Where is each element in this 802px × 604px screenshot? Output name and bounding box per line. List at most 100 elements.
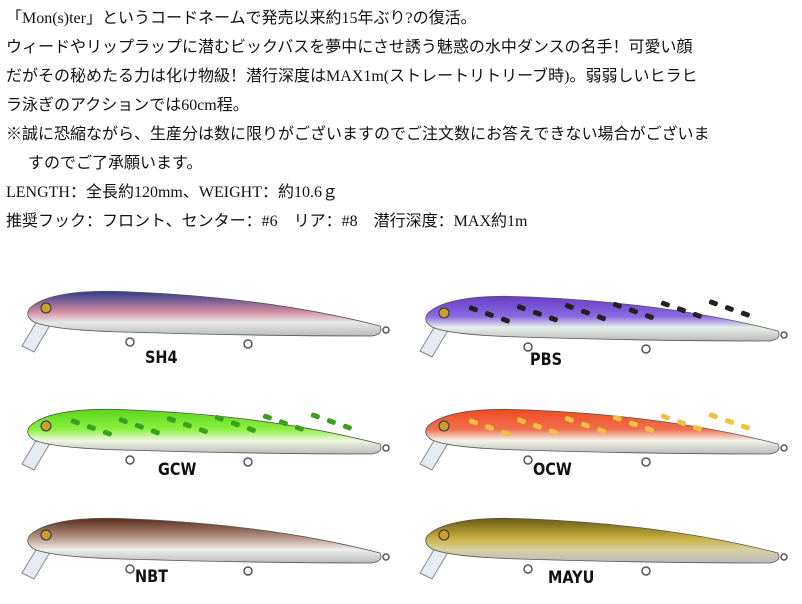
lure-image-nbt	[12, 505, 392, 585]
lure-pattern-mark	[484, 424, 494, 431]
lure-pattern-mark	[564, 416, 574, 423]
lure-body-icon	[21, 517, 390, 580]
product-description: 「Mon(s)ter」というコードネームで発売以来約15年ぶり?の復活。 ウィー…	[6, 4, 802, 236]
lure-pattern-mark	[278, 419, 288, 427]
lure-pattern-mark	[262, 413, 272, 421]
hook-eye-front	[523, 342, 533, 352]
lure-pattern-mark	[532, 309, 542, 317]
lure-body	[425, 517, 780, 564]
lure-pattern-mark	[500, 316, 510, 324]
lure-eye	[40, 420, 52, 432]
hook-eye-front	[125, 337, 135, 347]
lure-eye	[438, 420, 450, 432]
lure-pattern-mark	[676, 306, 686, 314]
lure-pattern-mark	[612, 414, 622, 422]
lure-pattern-mark	[740, 310, 750, 318]
lure-eye	[438, 307, 450, 319]
lure-label-pbs: PBS	[530, 350, 563, 370]
description-line: ウィードやリップラップに潜むビックバスを夢中にさせ誘う魅惑の水中ダンスの名手！可…	[6, 39, 693, 56]
lure-pattern-mark	[198, 427, 208, 435]
lure-pattern-mark	[676, 419, 686, 427]
lure-pattern-mark	[548, 315, 558, 323]
hook-eye-rear	[243, 339, 253, 349]
hook-eye-rear	[243, 457, 253, 467]
lure-pattern-mark	[468, 305, 478, 313]
lure-image-mayu	[410, 505, 790, 585]
lure-pattern-mark	[532, 422, 542, 430]
lure-pattern-mark	[86, 424, 96, 431]
tail-eye	[382, 444, 390, 452]
tail-eye	[780, 444, 788, 452]
lure-pattern-mark	[500, 429, 510, 437]
lure-pattern-mark	[580, 421, 590, 429]
lure-pattern-mark	[644, 313, 654, 320]
lure-pattern-mark	[548, 428, 558, 436]
lure-image-gcw	[12, 396, 392, 476]
lure-label-nbt: NBT	[135, 567, 168, 587]
lure-pattern-mark	[740, 423, 750, 431]
lure-pattern-mark	[644, 426, 654, 433]
lure-image-ocw	[410, 396, 790, 476]
lure-image-pbs	[410, 283, 790, 363]
hook-eye-rear	[641, 566, 651, 576]
lure-pattern-mark	[182, 421, 192, 429]
lure-pattern-mark	[214, 414, 224, 422]
lure-pattern-mark	[310, 412, 320, 420]
lure-pattern-mark	[102, 429, 112, 437]
spec-size-weight: LENGTH：全長約120mm、WEIGHT：約10.6ｇ	[6, 184, 338, 201]
lure-eye	[40, 302, 52, 314]
lure-pattern-mark	[342, 423, 352, 431]
lure-pattern-mark	[516, 304, 526, 312]
lure-pattern-mark	[708, 299, 718, 307]
hook-eye-front	[125, 564, 135, 574]
lure-pattern-mark	[70, 418, 80, 426]
lure-pattern-mark	[516, 417, 526, 425]
lure-label-sh4: SH4	[145, 348, 178, 368]
notice-line: すのでご了承願います。	[28, 155, 203, 172]
lure-pattern-mark	[708, 412, 718, 420]
lure-image-sh4	[12, 278, 392, 358]
lure-pattern-mark	[612, 301, 622, 309]
lure-body-icon	[21, 290, 390, 353]
hook-eye-front	[523, 564, 533, 574]
tail-eye	[382, 326, 390, 334]
lure-body-icon	[419, 295, 788, 358]
lure-label-gcw: GCW	[158, 460, 197, 480]
lure-pattern-mark	[484, 311, 494, 318]
lure-pattern-mark	[326, 418, 336, 425]
lure-pattern-mark	[692, 311, 702, 319]
hook-eye-front	[523, 455, 533, 465]
lure-pattern-mark	[660, 300, 670, 308]
hook-eye-rear	[641, 344, 651, 354]
lure-eye	[40, 529, 52, 541]
hook-eye-rear	[641, 457, 651, 467]
lure-pattern-mark	[628, 420, 638, 428]
lure-body-icon	[21, 408, 390, 471]
spec-hooks-depth: 推奨フック：フロント、センター：#6 リア：#8 潜行深度：MAX約1m	[6, 213, 528, 230]
hook-eye-rear	[243, 566, 253, 576]
lure-body-icon	[419, 408, 788, 471]
tail-eye	[780, 331, 788, 339]
lure-pattern-mark	[246, 426, 256, 433]
lure-pattern-mark	[564, 303, 574, 310]
lure-body	[27, 290, 382, 337]
lure-body	[27, 517, 382, 564]
description-line: だがその秘めたる力は化け物級！潜行深度はMAX1m(ストレートリトリーブ時)。弱…	[6, 68, 698, 85]
lure-pattern-mark	[724, 418, 734, 425]
lure-eye	[438, 529, 450, 541]
lure-pattern-mark	[596, 314, 606, 322]
notice-line: ※誠に恐縮ながら、生産分は数に限りがございますのでご注文数にお答えできない場合が…	[6, 126, 710, 143]
tail-eye	[780, 553, 788, 561]
lure-pattern-mark	[596, 427, 606, 435]
lure-pattern-mark	[468, 418, 478, 426]
lure-pattern-mark	[230, 420, 240, 428]
lure-label-ocw: OCW	[533, 460, 572, 480]
description-line: ラ泳ぎのアクションでは60cm程。	[6, 97, 249, 114]
lure-pattern-mark	[580, 308, 590, 316]
lure-pattern-mark	[134, 422, 144, 430]
lure-pattern-mark	[628, 307, 638, 315]
lure-pattern-mark	[166, 416, 176, 423]
description-line: 「Mon(s)ter」というコードネームで発売以来約15年ぶり?の復活。	[6, 10, 477, 27]
lure-pattern-mark	[692, 424, 702, 432]
tail-eye	[382, 553, 390, 561]
